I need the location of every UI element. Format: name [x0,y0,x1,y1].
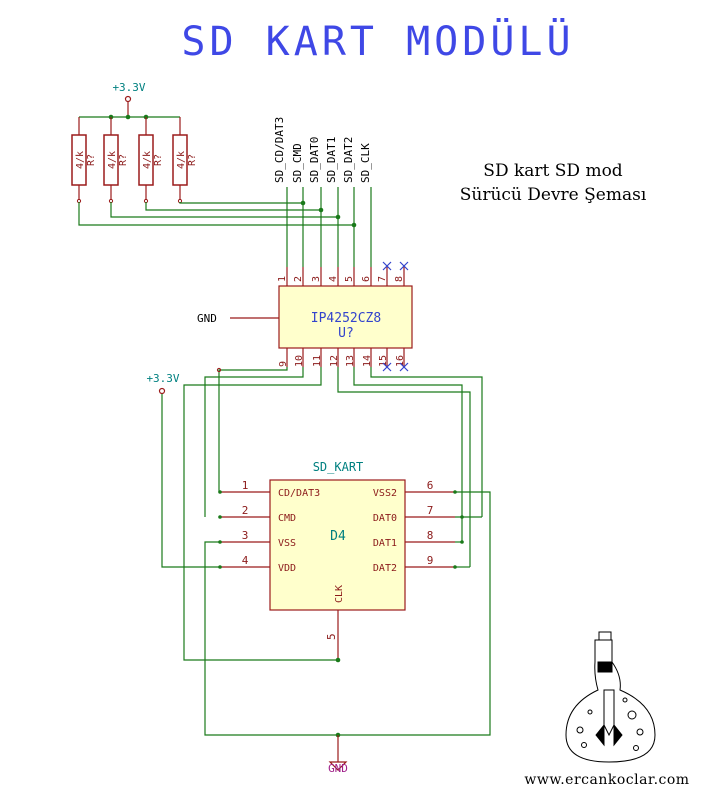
vcc-top-label: +3.3V [112,81,145,94]
schematic-title: SD KART MODÜLÜ [181,17,574,65]
sd-pin-8-num: 8 [427,529,434,542]
resistor-2: 4/k R? [103,117,129,204]
description-line-2: Sürücü Devre Şeması [460,185,647,205]
sd-pin-6-label: VSS2 [373,488,397,499]
ic-pin-6: 6 [361,276,372,282]
no-connect-marks-top [382,261,409,271]
ic-pin-7: 7 [377,276,388,282]
sd-pin-9-label: DAT2 [373,563,397,574]
ic-pin-12: 12 [329,355,340,367]
ic-pin-1: 1 [277,276,288,282]
vcc-left-supply: +3.3V [146,372,220,568]
sd-pin-6-num: 6 [427,479,434,492]
signal-sd-dat1: SD_DAT1 [325,137,338,183]
sd-card-connector: SD_KART D4 1 2 3 4 CD/DAT3 CMD VSS VDD 6… [218,460,482,663]
resistor-3: 4/k R? [138,117,164,204]
ic-pin-16: 16 [395,355,406,367]
ground-network: GND [204,491,491,775]
sd-pin-8-label: DAT1 [373,538,397,549]
ic-body [278,285,413,349]
sd-pin-4-label: VDD [278,563,296,574]
sd-card-body [269,479,406,611]
sd-pin-5-label: CLK [334,585,345,603]
resistor-4-value: 4/k [176,151,187,169]
ercankoclar-logo [565,631,656,763]
ic-pin-8: 8 [394,276,405,282]
ic-pin-9: 9 [278,361,289,367]
sd-pin-4-num: 4 [242,554,249,567]
ic-pin-14: 14 [362,355,373,367]
resistor-2-value: 4/k [107,151,118,169]
resistor-1-ref: R? [86,154,97,166]
sd-pin-7-label: DAT0 [373,513,397,524]
no-connect-marks-bottom [382,362,409,372]
sd-card-ref: D4 [330,529,346,544]
resistor-1: 4/k R? [71,117,97,204]
signal-sd-cd-dat3: SD_CD/DAT3 [273,117,286,183]
signal-sd-dat0: SD_DAT0 [308,137,321,183]
sd-pin-1-label: CD/DAT3 [278,488,320,499]
ic-pin-4: 4 [328,276,339,282]
resistor-4: 4/k R? [172,117,198,204]
sd-pin-3-num: 3 [242,529,249,542]
pullup-resistor-network: +3.3V 4/k R? 4/k R? [71,81,357,228]
website-url: www.ercankoclar.com [524,772,689,788]
sd-card-name: SD_KART [313,460,364,474]
signal-sd-cmd: SD_CMD [291,143,304,183]
ic-pin-2: 2 [293,276,304,282]
vcc-top-symbol [124,95,132,103]
ic-pin-13: 13 [345,355,356,367]
description-line-1: SD kart SD mod [483,161,623,181]
resistor-3-ref: R? [153,154,164,166]
vcc-left-symbol [158,387,166,395]
signal-sd-dat2: SD_DAT2 [342,137,355,183]
sd-pin-1-num: 1 [242,479,249,492]
gnd-ic-label: GND [197,312,217,325]
resistor-1-value: 4/k [75,151,86,169]
vcc-left-label: +3.3V [146,372,179,385]
gnd-bottom-symbol [328,761,348,771]
ic-pin-11: 11 [312,355,323,367]
ic-pin-15: 15 [378,355,389,367]
ic-part-number: IP4252CZ8 [311,311,381,326]
ic-pin-5: 5 [344,276,355,282]
sd-pin-3-label: VSS [278,538,296,549]
gnd-bottom-label: GND [328,762,348,775]
sd-pin-9-num: 9 [427,554,434,567]
signal-sd-clk: SD_CLK [359,143,372,183]
sd-pin-2-label: CMD [278,513,296,524]
resistor-4-ref: R? [187,154,198,166]
ic-pin-10: 10 [294,355,305,367]
ic-to-sd-wiring [183,367,483,661]
ic-ref: U? [338,326,354,341]
resistor-2-ref: R? [118,154,129,166]
sd-pin-2-num: 2 [242,504,249,517]
sd-pin-5-num: 5 [325,633,338,640]
ic-ip4252cz8: IP4252CZ8 U? 1 2 3 4 5 6 7 8 9 10 [197,261,413,372]
sd-pin-7-num: 7 [427,504,434,517]
ic-pin-3: 3 [311,276,322,282]
signal-labels: SD_CD/DAT3 SD_CMD SD_DAT0 SD_DAT1 SD_DAT… [273,117,372,183]
resistor-3-value: 4/k [142,151,153,169]
